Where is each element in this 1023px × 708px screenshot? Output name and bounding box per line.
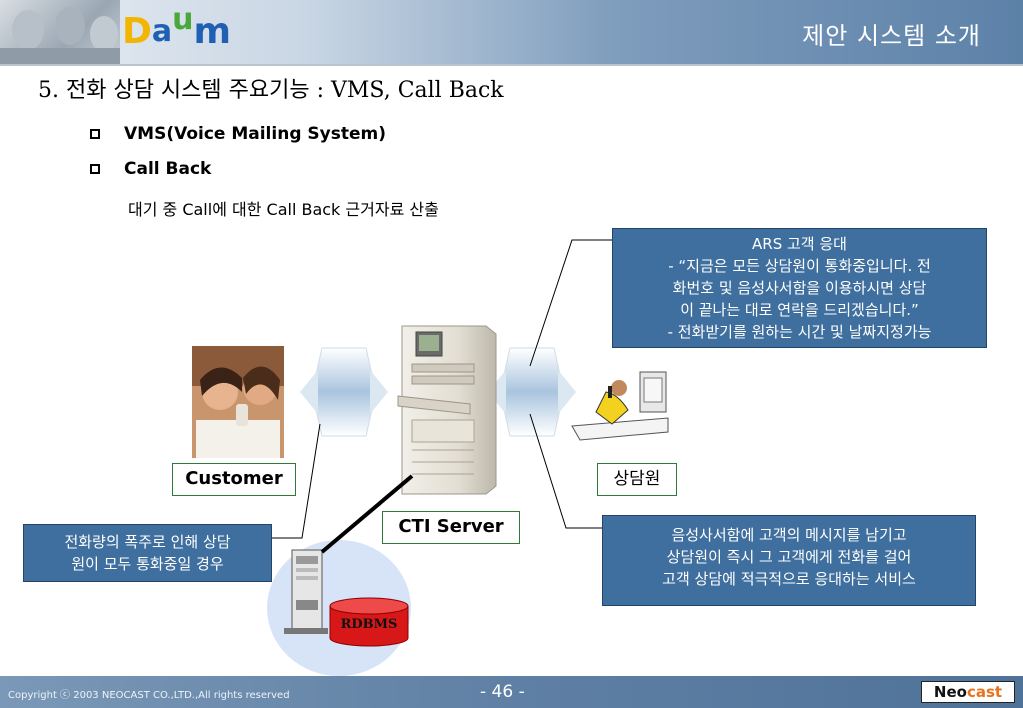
db-connection-line bbox=[320, 474, 414, 554]
customer-label: Customer bbox=[172, 463, 296, 496]
callback-service-box: 음성사서함에 고객의 메시지를 남기고 상담원이 즉시 그 고객에게 전화를 걸… bbox=[602, 515, 976, 606]
customer-photo bbox=[192, 346, 284, 458]
ars-line: - “지금은 모든 상담원이 통화중입니다. 전 bbox=[668, 257, 931, 275]
header-photo-graphic bbox=[0, 7, 120, 64]
bullet-square-icon bbox=[90, 164, 100, 174]
ars-line: 화번호 및 음성사서함을 이용하시면 상담 bbox=[672, 279, 927, 297]
cti-server-rack bbox=[397, 325, 497, 495]
bullet-vms: VMS(Voice Mailing System) bbox=[90, 124, 386, 144]
call-overflow-box: 전화량의 폭주로 인해 상담 원이 모두 통화중일 경우 bbox=[23, 524, 272, 582]
page-header-title: 제안 시스템 소개 bbox=[802, 22, 981, 50]
service-line: 음성사서함에 고객의 메시지를 남기고 bbox=[671, 526, 907, 544]
logo-letter: u bbox=[172, 2, 194, 37]
service-callout-line bbox=[529, 413, 602, 529]
service-line: 고객 상담에 적극적으로 응대하는 서비스 bbox=[662, 570, 916, 588]
rdbms-cluster bbox=[267, 540, 411, 676]
header-bar bbox=[0, 0, 1023, 64]
copyright-text: Copyright ⓒ 2003 NEOCAST CO.,LTD.,All ri… bbox=[8, 690, 290, 701]
logo-letter: D bbox=[122, 11, 152, 52]
overflow-line: 원이 모두 통화중일 경우 bbox=[71, 555, 224, 573]
ars-line: 이 끝나는 대로 연락을 드리겠습니다.” bbox=[680, 301, 919, 319]
brand-cast: cast bbox=[966, 683, 1003, 701]
overflow-callout-line bbox=[272, 423, 321, 539]
agent-label: 상담원 bbox=[597, 463, 677, 496]
bullet-label: VMS(Voice Mailing System) bbox=[124, 124, 386, 144]
footer-bar bbox=[0, 676, 1023, 708]
ars-callout-line bbox=[529, 239, 612, 367]
rdbms-label: RDBMS bbox=[340, 617, 398, 632]
bullet-square-icon bbox=[90, 129, 100, 139]
ars-line: ARS 고객 응대 bbox=[752, 235, 847, 253]
section-title: 5. 전화 상담 시스템 주요기능 : VMS, Call Back bbox=[38, 78, 504, 103]
ars-line: - 전화받기를 원하는 시간 및 날짜지정가능 bbox=[667, 323, 932, 341]
brand-neo: Neo bbox=[933, 683, 967, 701]
callback-description: 대기 중 Call에 대한 Call Back 근거자료 산출 bbox=[128, 200, 439, 219]
header-divider bbox=[0, 64, 1023, 66]
agent-clipart bbox=[571, 371, 669, 441]
service-line: 상담원이 즉시 그 고객에게 전화를 걸어 bbox=[666, 548, 912, 566]
double-arrow-right bbox=[488, 347, 576, 437]
header-photo bbox=[0, 0, 120, 64]
logo-letter: a bbox=[151, 14, 173, 49]
page-number: - 46 - bbox=[480, 682, 525, 702]
overflow-line: 전화량의 폭주로 인해 상담 bbox=[64, 533, 231, 551]
double-arrow-left bbox=[300, 347, 388, 437]
bullet-callback: Call Back bbox=[90, 159, 211, 179]
bullet-label: Call Back bbox=[124, 159, 212, 179]
daum-logo: D a u m bbox=[122, 2, 232, 52]
logo-letter: m bbox=[193, 11, 232, 52]
cti-server-label: CTI Server bbox=[382, 511, 520, 544]
neocast-logo: Neocast bbox=[921, 681, 1015, 703]
ars-response-box: ARS 고객 응대 - “지금은 모든 상담원이 통화중입니다. 전 화번호 및… bbox=[612, 228, 987, 348]
